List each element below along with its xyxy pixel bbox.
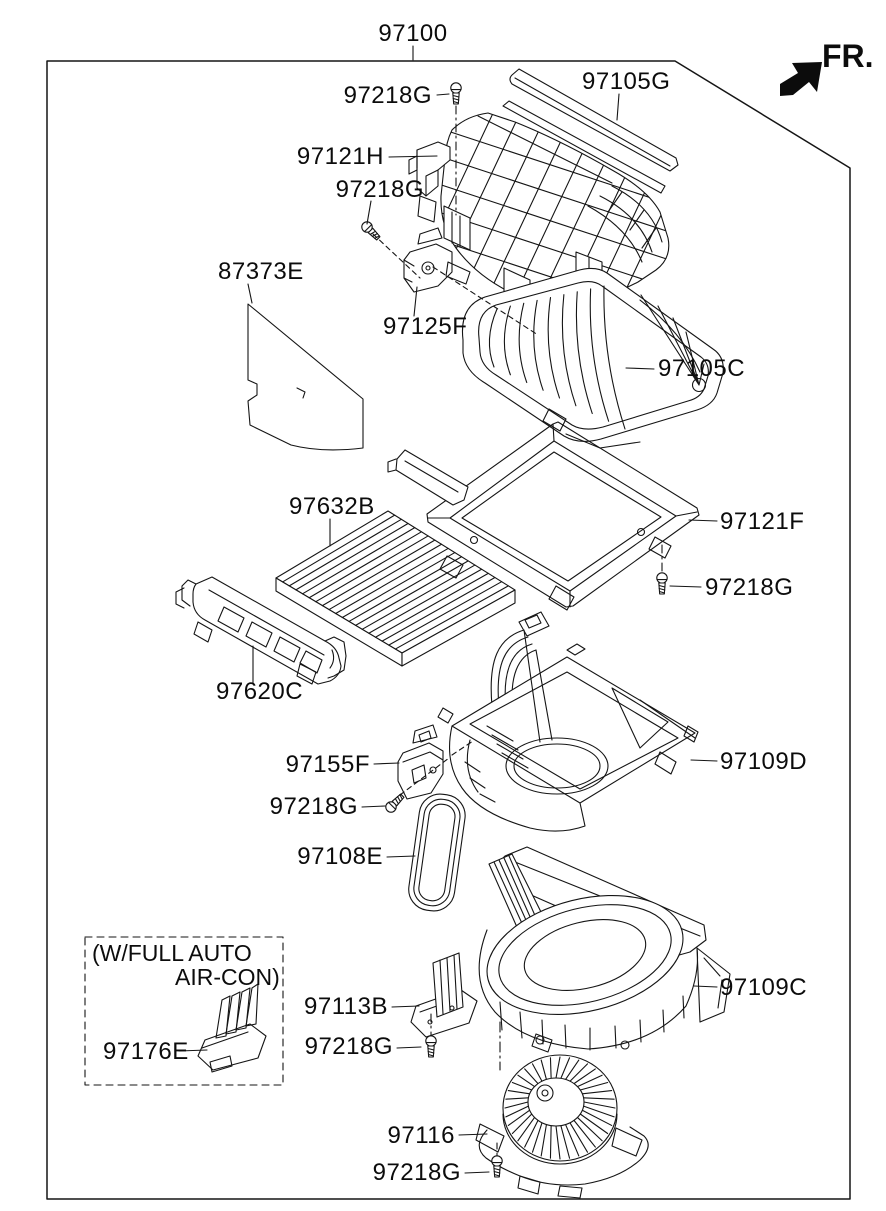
part-label-97108e: 97108E [297,843,383,870]
part-label-97218g-1: 97218G [344,82,432,109]
part-label-97116: 97116 [388,1122,455,1149]
blower-motor-fan-drawing [475,1054,649,1199]
cabin-air-filter-drawing [275,510,516,667]
part-label-97218g-6: 97218G [373,1159,461,1186]
blower-lower-case-drawing [478,846,731,1053]
screw-icon [425,1035,437,1058]
part-label-97105c: 97105C [658,355,745,382]
part-label-97125f: 97125F [383,313,467,340]
screw-icon [450,82,462,105]
note-line-1: (W/FULL AUTO [92,940,252,966]
part-label-97113b: 97113B [304,993,388,1020]
lower-duct-grille-drawing [461,267,724,449]
part-label-97218g-3: 97218G [705,574,793,601]
inlet-frame-drawing [387,408,700,611]
screw-icon [383,791,407,815]
insulation-pad-drawing [247,303,364,451]
fr-direction-arrow-icon [780,62,822,96]
part-label-97100: 97100 [378,20,447,47]
part-label-97218g-4: 97218G [270,793,358,820]
part-label-97620c: 97620C [216,678,303,705]
part-label-97109d: 97109D [720,748,807,775]
seal-gasket-drawing [408,793,466,912]
part-label-97121f: 97121F [720,508,804,535]
temperature-actuator-drawing [403,227,471,293]
part-label-97218g-2: 97218G [336,176,424,203]
blower-upper-case-drawing [437,611,699,832]
filter-cover-drawing [175,576,347,685]
diagram-border [46,60,851,1200]
part-label-87373e: 87373E [218,258,304,285]
part-labels: 97100 97218G 97105G 97121H 97218G 87373E… [92,20,874,1186]
part-label-97632b: 97632B [289,493,375,520]
part-label-97218g-5: 97218G [305,1033,393,1060]
part-label-97176e: 97176E [103,1038,189,1065]
part-label-97121h: 97121H [297,143,384,170]
part-label-97109c: 97109C [720,974,807,1001]
assembly-dash-lines [372,105,663,1157]
blower-resistor-lower-drawing [410,952,478,1038]
cowl-seal-strip-drawing [509,68,679,172]
full-auto-aircon-note-box [84,936,284,1086]
note-line-2: AIR-CON) [175,964,280,990]
part-label-97155f: 97155F [286,751,370,778]
part-label-97105g: 97105G [582,68,670,95]
blower-resistor-upper-drawing [397,724,444,800]
screw-icon [359,219,383,243]
mounting-bracket-upper-drawing [408,141,451,223]
label-leader-lines [178,45,718,1174]
screw-icon [491,1155,503,1178]
screw-icon [656,572,668,595]
fr-orientation-label: FR. [822,38,874,74]
